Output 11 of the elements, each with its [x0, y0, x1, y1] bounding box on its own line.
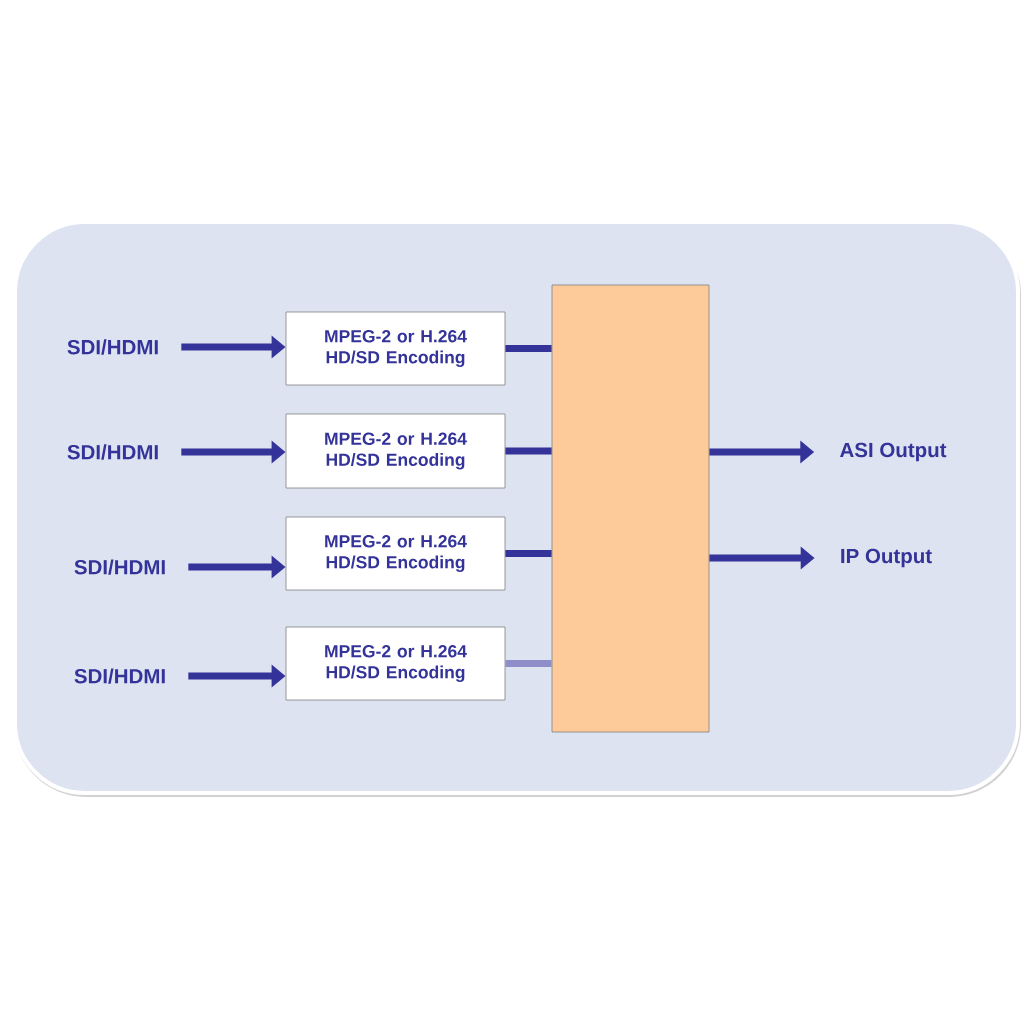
signal-label: ASI Output	[840, 442, 947, 462]
signal-label: IP Output	[841, 548, 932, 568]
signal-label: SDI/HDMI	[67, 339, 158, 355]
signal-label: SDI/HDMI	[74, 668, 165, 684]
signal-label: SDI/HDMI	[67, 444, 158, 460]
encoder-box: MPEG-2 or H.264 HD/SD Encoding	[285, 516, 506, 591]
encoder-box: MPEG-2 or H.264 HD/SD Encoding	[285, 413, 506, 489]
multiplexer-block	[551, 284, 710, 733]
encoder-box: MPEG-2 or H.264 HD/SD Encoding	[285, 626, 506, 701]
encoder-box: MPEG-2 or H.264 HD/SD Encoding	[285, 311, 506, 386]
signal-label: SDI/HDMI	[74, 559, 165, 575]
